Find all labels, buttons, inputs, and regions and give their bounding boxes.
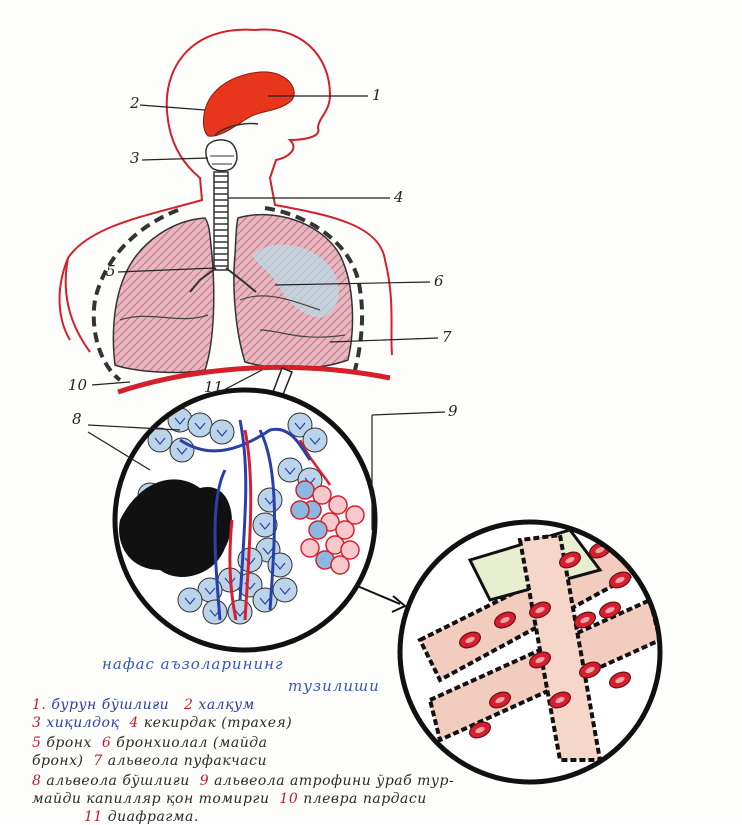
legend-row-5: 8 альвеола бўшлиғи 9 альвеола атрофини ў…: [32, 773, 454, 789]
label-6: 6: [434, 272, 444, 290]
label-7: 7: [442, 328, 452, 346]
legend-num: 3: [32, 715, 41, 731]
alveolus: [210, 420, 234, 444]
capillary-sac: [346, 506, 364, 524]
alveolus: [258, 488, 282, 512]
legend-row-2: 3 хиқилдоқ 4 кекирдак (трахея): [32, 715, 292, 731]
legend-subtitle: тузилиши: [288, 677, 380, 695]
legend-text: бурун бўшлиғи: [51, 697, 169, 713]
legend-num: 6: [102, 735, 111, 751]
zoom-arrow-2: [355, 585, 405, 612]
legend-text: бронх): [32, 753, 84, 769]
legend-row-7: 11 диафрагма.: [84, 809, 199, 825]
legend-text: кекирдак (трахея): [144, 715, 292, 731]
label-8: 8: [72, 410, 82, 428]
legend-text: халқум: [198, 697, 254, 713]
legend-text: альвеола бўшлиғи: [46, 773, 189, 789]
capillary-sac: [296, 481, 314, 499]
legend-num: 2: [184, 697, 193, 713]
label-5: 5: [106, 262, 116, 280]
capillary-sac: [309, 521, 327, 539]
legend-row-6: майди капилляр қон томирги 10 плевра пар…: [32, 791, 427, 807]
trachea: [214, 172, 228, 270]
legend-text: плевра пардаси: [303, 791, 427, 807]
legend-row-1: 1. бурун бўшлиғи 2 халқум: [32, 697, 255, 713]
larynx: [206, 140, 237, 171]
legend-num: 8: [32, 773, 41, 789]
alveolus: [203, 600, 227, 624]
alveolus: [273, 578, 297, 602]
legend-row-3: 5 бронх 6 бронхиолал (майда: [32, 735, 268, 751]
legend-text: майди капилляр қон томирги: [32, 791, 270, 807]
label-2: 2: [129, 94, 140, 112]
label-9: 9: [448, 402, 458, 420]
legend-num: 9: [200, 773, 209, 789]
legend-num: 4: [129, 715, 138, 731]
nasal-cavity: [203, 72, 294, 136]
left-lung: [113, 218, 213, 372]
capillary-sac: [329, 496, 347, 514]
legend-num: 5: [32, 735, 41, 751]
legend-text: бронхиолал (майда: [116, 735, 267, 751]
label-3: 3: [130, 149, 140, 167]
alveolus: [303, 428, 327, 452]
legend-text: хиқилдоқ: [46, 715, 119, 731]
alveoli-detail: [110, 385, 380, 655]
legend-row-4: бронх) 7 альвеола пуфакчаси: [32, 753, 267, 769]
legend-text: бронх: [46, 735, 92, 751]
label-10: 10: [68, 376, 88, 394]
legend-text: альвеола атрофини ўраб тур-: [214, 773, 454, 789]
capillary-sac: [291, 501, 309, 519]
legend-num: 7: [93, 753, 102, 769]
alveolus: [228, 600, 252, 624]
legend-num: 11: [84, 809, 103, 825]
legend-title: нафас аъзоларининг: [102, 655, 284, 673]
legend-num: 1.: [32, 697, 46, 713]
alveolus: [188, 413, 212, 437]
legend-num: 10: [279, 791, 298, 807]
legend-text: диафрагма.: [108, 809, 199, 825]
capillary-sac: [331, 556, 349, 574]
label-4: 4: [393, 188, 404, 206]
label-11: 11: [204, 378, 223, 396]
alveolus: [178, 588, 202, 612]
label-1: 1: [372, 86, 382, 104]
capillary-sac: [301, 539, 319, 557]
legend-text: альвеола пуфакчаси: [108, 753, 267, 769]
